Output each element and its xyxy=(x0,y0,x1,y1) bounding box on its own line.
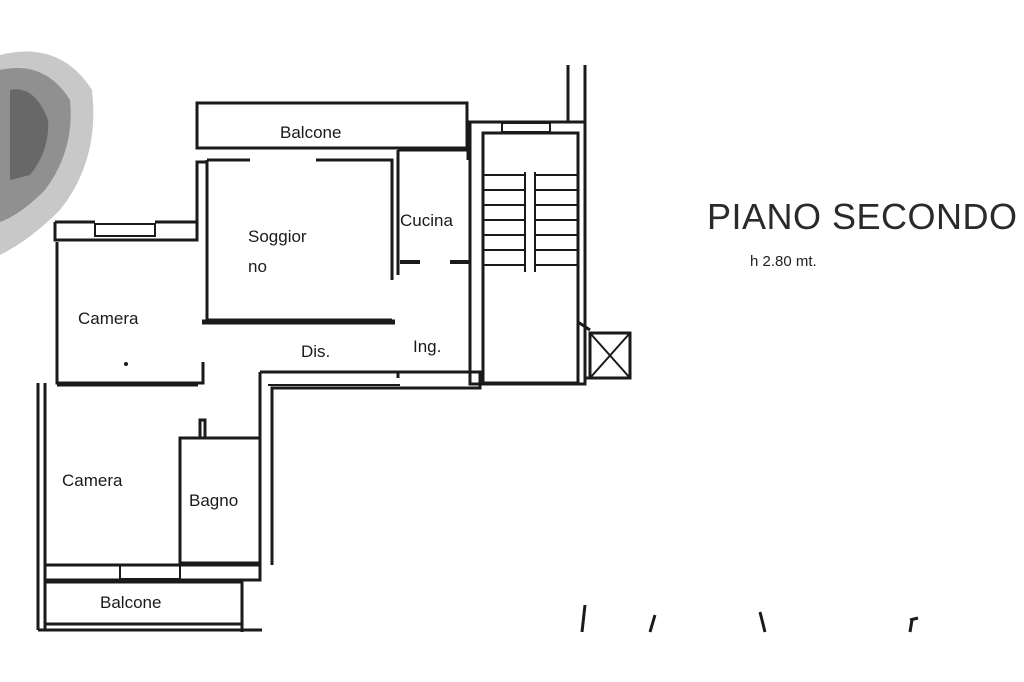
room-label-ing: Ing. xyxy=(413,337,442,356)
room-label-soggiorno-line2: no xyxy=(248,257,267,276)
room-label-camera-bottom: Camera xyxy=(62,471,123,490)
room-label-soggiorno-line1: Soggior xyxy=(248,227,307,246)
room-label-cucina: Cucina xyxy=(400,211,453,230)
room-label-bagno: Bagno xyxy=(189,491,239,510)
room-label-balcone-bottom: Balcone xyxy=(100,593,162,612)
room-label-balcone-top: Balcone xyxy=(280,123,342,142)
stamp-seal xyxy=(0,51,94,256)
room-label-camera-top: Camera xyxy=(78,309,139,328)
plan-title: PIANO SECONDO xyxy=(707,196,1018,237)
walls xyxy=(36,65,919,633)
ceiling-height-note: h 2.80 mt. xyxy=(750,253,817,270)
room-label-dis: Dis. xyxy=(301,342,331,361)
